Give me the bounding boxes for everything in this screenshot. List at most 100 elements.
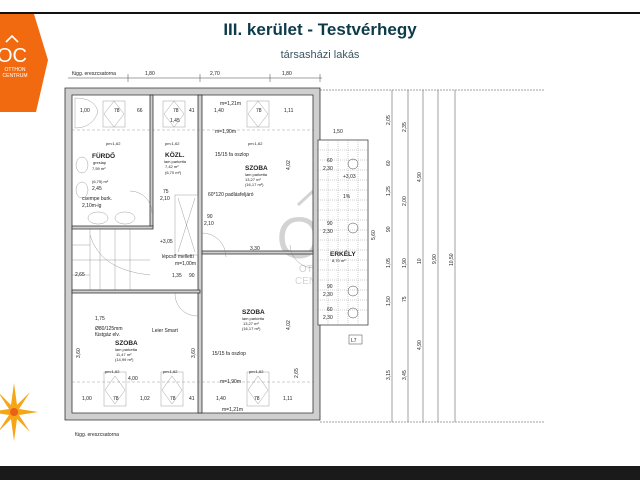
room-area: 13,27 m² bbox=[245, 177, 261, 182]
gutter-label-top: függ. ereszcsatorna bbox=[72, 71, 116, 77]
bathroom-fixtures bbox=[74, 97, 136, 225]
window-label: pm:1,62 bbox=[165, 141, 180, 146]
room-area: 7,59 m² bbox=[92, 166, 106, 171]
wall bbox=[197, 94, 203, 414]
room-name-room1: SZOBA bbox=[245, 165, 268, 172]
dim-label: 2,30 bbox=[323, 166, 333, 172]
dim-label: 2,10 bbox=[204, 221, 214, 227]
dim-label: 1,00 bbox=[82, 396, 92, 402]
dim-label: 3,30 bbox=[250, 246, 260, 252]
dim-label: 1,40 bbox=[216, 396, 226, 402]
note-stair: lépcső melletti bbox=[162, 254, 194, 260]
note-tiling-height: 2,10m-ig bbox=[82, 203, 102, 209]
room-area: 13,27 m² bbox=[243, 321, 259, 326]
room-name-balcony: ERKÉLY bbox=[330, 249, 356, 258]
page-title: III. kerület - Testvérhegy bbox=[223, 20, 417, 39]
room-floor: greslap bbox=[93, 160, 107, 165]
label-l7: L7 bbox=[351, 338, 357, 344]
note-stair-height: m=1,00m bbox=[175, 261, 196, 267]
room-floor: lam parketta bbox=[115, 347, 138, 352]
room-area-secondary: (6,75) m² bbox=[92, 179, 109, 184]
dim-label: 1,80 bbox=[145, 71, 155, 77]
slope-label: 1% bbox=[343, 194, 351, 200]
note-flue: Ø80/125mm bbox=[95, 326, 123, 332]
dim-label: 60 bbox=[386, 160, 392, 166]
outer-wall bbox=[64, 87, 321, 421]
dim-label: 90 bbox=[327, 221, 333, 227]
dim-label: 2,30 bbox=[323, 315, 333, 321]
dim-label: 66 bbox=[137, 108, 143, 114]
dim-label: 78 bbox=[114, 108, 120, 114]
room-area-secondary: (16,17 m²) bbox=[242, 326, 261, 331]
room-name-room2: SZOBA bbox=[242, 309, 265, 316]
right-dims: 2,05 60 1,25 90 1,05 1,50 3,15 2,35 2,00… bbox=[386, 115, 455, 380]
dim-label: 41 bbox=[189, 396, 195, 402]
dim-label: 2,65 bbox=[294, 368, 300, 378]
dim-label: 5,60 bbox=[371, 230, 377, 240]
wall bbox=[71, 289, 201, 294]
dim-label: 2,30 bbox=[323, 229, 333, 235]
dim-label: 60 bbox=[327, 158, 333, 164]
attic-hatch bbox=[174, 194, 199, 256]
window-label: pm:1,62 bbox=[106, 141, 121, 146]
dim-label: 1,50 bbox=[333, 129, 343, 135]
dim-label: 2,05 bbox=[386, 115, 392, 125]
note-height: m=1,90m bbox=[215, 129, 236, 135]
brand-logo: OC OTTHON CENTRUM bbox=[0, 14, 48, 112]
dim-label: 10,50 bbox=[449, 253, 455, 266]
page-subtitle: társasházi lakás bbox=[280, 49, 360, 61]
room-area: 7,42 m² bbox=[165, 164, 179, 169]
dim-label: 1,40 bbox=[214, 108, 224, 114]
dim-label: 90 bbox=[386, 226, 392, 232]
dim-label: 1,45 bbox=[170, 118, 180, 124]
svg-text:OC: OC bbox=[0, 45, 27, 67]
dim-label: 3,60 bbox=[76, 348, 82, 358]
level-marker: +3,05 bbox=[160, 239, 173, 245]
room-area-secondary: (14,99 m²) bbox=[115, 357, 134, 362]
wall bbox=[71, 225, 154, 230]
dim-label: 1,35 bbox=[172, 273, 182, 279]
dim-label: 2,35 bbox=[402, 122, 408, 132]
dim-label: 1,11 bbox=[283, 396, 293, 402]
dim-label: 78 bbox=[170, 396, 176, 402]
dim-label: 90 bbox=[207, 214, 213, 220]
note-tiling: csempe burk. bbox=[82, 196, 112, 202]
window-label: pm:1,62 bbox=[249, 369, 264, 374]
dim-label: 78 bbox=[173, 108, 179, 114]
room-name-room3: SZOBA bbox=[115, 340, 138, 347]
note-height: m=1,90m bbox=[220, 379, 241, 385]
dim-label: 90 bbox=[327, 284, 333, 290]
bottom-bar bbox=[0, 466, 640, 480]
dim-label: 2,70 bbox=[210, 71, 220, 77]
dim-label: 1,80 bbox=[282, 71, 292, 77]
dim-label: 75 bbox=[402, 296, 408, 302]
dim-label: 2,10 bbox=[160, 196, 170, 202]
dim-label: 1,02 bbox=[140, 396, 150, 402]
window-label: pm:1,62 bbox=[248, 141, 263, 146]
wall bbox=[149, 94, 154, 228]
dim-label: 90 bbox=[189, 273, 195, 279]
dim-label: 1,75 bbox=[95, 316, 105, 322]
dim-label: 4,90 bbox=[417, 172, 423, 182]
staircase bbox=[72, 228, 151, 290]
room-name-bath: FÜRDŐ bbox=[92, 151, 115, 160]
dim-label: 78 bbox=[113, 396, 119, 402]
dim-label: 60 bbox=[327, 307, 333, 313]
note-attic: 60*120 padlásfeljáró bbox=[208, 192, 254, 198]
note-column: 15/15 fa oszlop bbox=[215, 152, 249, 158]
room-area-secondary: (6,70 m²) bbox=[165, 170, 182, 175]
dim-label: 2,45 bbox=[92, 186, 102, 192]
dim-label: 75 bbox=[163, 189, 169, 195]
dim-label: 2,00 bbox=[402, 196, 408, 206]
svg-text:CENTRUM: CENTRUM bbox=[3, 73, 28, 79]
dim-label: 3,15 bbox=[386, 370, 392, 380]
note-boiler: Leier Smart bbox=[152, 328, 178, 334]
dim-label: 78 bbox=[256, 108, 262, 114]
dim-label: 1,25 bbox=[386, 186, 392, 196]
note-height: m=1,21m bbox=[220, 101, 241, 107]
dim-label: 4,90 bbox=[417, 340, 423, 350]
note-height: m=1,21m bbox=[222, 407, 243, 413]
dim-label: 9,90 bbox=[432, 254, 438, 264]
dim-label: 1,00 bbox=[80, 108, 90, 114]
